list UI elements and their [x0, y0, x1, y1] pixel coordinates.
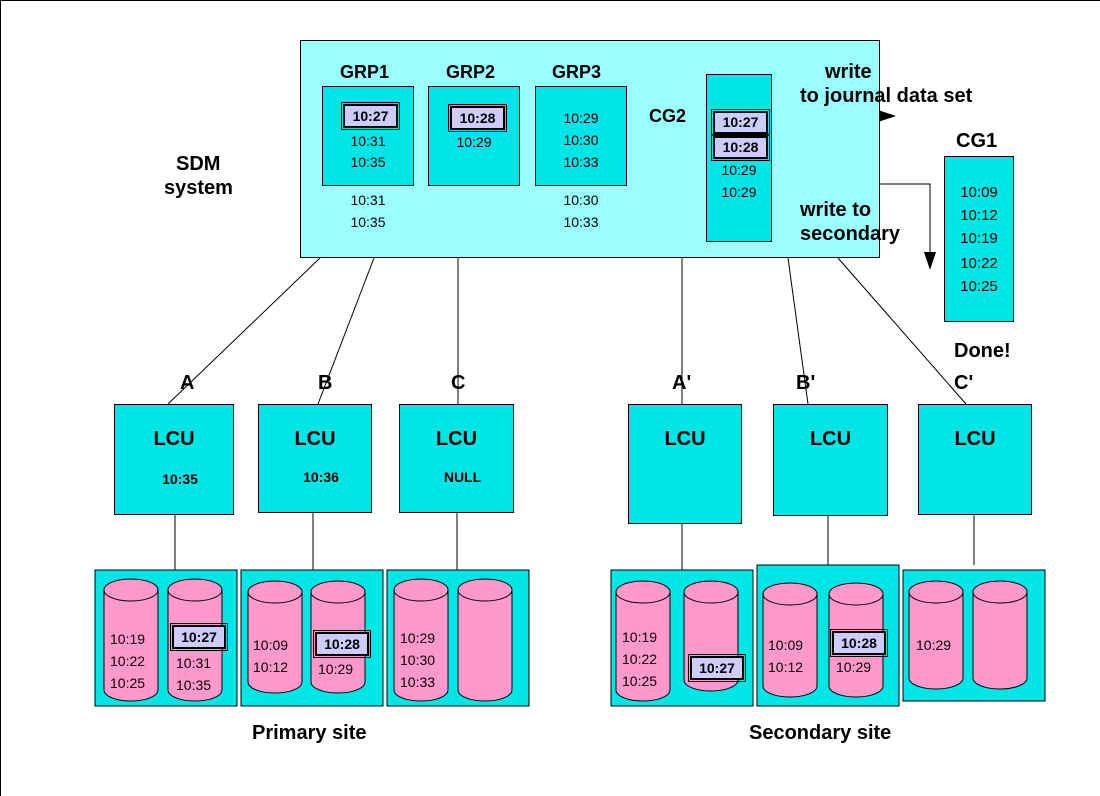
- lcu-time: 10:35: [162, 471, 198, 487]
- volume-time: 10:19: [622, 629, 658, 645]
- write-secondary-label: write to secondary: [800, 198, 900, 246]
- grp1-time: 10:31: [350, 133, 386, 149]
- grp1-below-time: 10:31: [350, 192, 386, 208]
- volume-time: 10:09: [253, 637, 289, 653]
- grp2-highlight-time: 10:28: [448, 104, 507, 132]
- lcu-box-a-prime: LCU: [628, 404, 742, 524]
- volume-time: 10:30: [400, 652, 436, 668]
- primary-site-label: Primary site: [252, 722, 367, 744]
- grp1-box: [322, 86, 414, 186]
- cg2-highlight-time: 10:28: [711, 134, 770, 161]
- cg2-label: CG2: [649, 106, 687, 126]
- volume-time: 10:29: [318, 661, 354, 677]
- volume-time: 10:31: [176, 655, 212, 671]
- lcu-letter: C': [954, 372, 974, 394]
- volume-time: 10:35: [176, 677, 212, 693]
- lcu-box-a: LCU 10:35: [114, 404, 234, 515]
- cg1-time: 10:25: [960, 278, 998, 295]
- grp1-below-time: 10:35: [350, 214, 386, 230]
- cg1-time: 10:22: [960, 255, 998, 272]
- lcu-time: NULL: [443, 469, 482, 485]
- write-journal-line2: to journal data set: [800, 85, 973, 107]
- grp2-label: GRP2: [446, 62, 496, 82]
- grp3-box: [535, 86, 627, 186]
- volume-time: 10:19: [110, 631, 146, 647]
- cg1-label: CG1: [956, 130, 998, 152]
- cg2-highlight-time: 10:27: [711, 109, 770, 136]
- grp3-label: GRP3: [552, 62, 602, 82]
- volume-highlight-time: 10:27: [688, 654, 746, 682]
- volume-time: 10:25: [110, 675, 146, 691]
- cg1-box: [944, 156, 1014, 322]
- volume-time: 10:22: [110, 653, 146, 669]
- cg1-time: 10:19: [960, 230, 998, 247]
- volume-time: 10:12: [768, 659, 804, 675]
- cg2-time: 10:29: [721, 162, 757, 178]
- volume-time: 10:33: [400, 674, 436, 690]
- grp3-time: 10:33: [563, 154, 599, 170]
- grp3-time: 10:29: [563, 110, 599, 126]
- lcu-box-c-prime: LCU: [918, 404, 1032, 515]
- lcu-time: 10:36: [303, 469, 339, 485]
- sdm-label-line2: system: [164, 177, 233, 199]
- lcu-box-b-prime: LCU: [773, 404, 888, 516]
- lcu-title: LCU: [954, 428, 996, 450]
- grp3-time: 10:30: [563, 132, 599, 148]
- volume-highlight-time: 10:28: [313, 630, 371, 658]
- frame-left-border: [0, 0, 1, 796]
- lcu-title: LCU: [153, 428, 195, 450]
- volume-time: 10:29: [400, 630, 436, 646]
- lcu-box-b: LCU 10:36: [258, 404, 372, 513]
- lcu-title: LCU: [664, 428, 706, 450]
- volume-time: 10:29: [836, 659, 872, 675]
- done-label: Done!: [954, 340, 1011, 362]
- secondary-site-label: Secondary site: [749, 722, 892, 744]
- lcu-letter: A': [672, 372, 692, 394]
- volume-highlight-time: 10:28: [830, 629, 888, 657]
- volume-time: 10:12: [253, 659, 289, 675]
- cg1-time: 10:09: [960, 184, 998, 201]
- volume-time: 10:29: [916, 637, 952, 653]
- frame-top-border: [0, 0, 1100, 1]
- grp2-time: 10:29: [456, 134, 492, 150]
- volume-time: 10:22: [622, 651, 658, 667]
- lcu-box-c: LCU NULL: [399, 404, 514, 513]
- grp1-highlight-time: 10:27: [341, 102, 400, 130]
- lcu-letter: B: [318, 372, 333, 394]
- write-secondary-line1: write to: [800, 199, 872, 221]
- grp2-box: [428, 86, 520, 186]
- cg2-time: 10:29: [721, 184, 757, 200]
- volume-highlight-time: 10:27: [170, 623, 228, 651]
- sdm-label-line1: SDM: [176, 153, 221, 175]
- grp3-below-time: 10:33: [563, 214, 599, 230]
- lcu-letter: B': [796, 372, 816, 394]
- lcu-title: LCU: [809, 428, 852, 450]
- volume-time: 10:09: [768, 637, 804, 653]
- lcu-title: LCU: [294, 428, 336, 450]
- grp1-time: 10:35: [350, 154, 386, 170]
- lcu-letter: A: [180, 372, 195, 394]
- write-journal-label: write to journal data set: [800, 60, 972, 108]
- cg1-time: 10:12: [960, 207, 998, 224]
- sdm-label: SDM system: [164, 152, 233, 200]
- lcu-letter: C: [451, 372, 466, 394]
- write-journal-line1: write: [825, 61, 872, 83]
- write-secondary-line2: secondary: [800, 223, 901, 245]
- grp1-label: GRP1: [340, 62, 390, 82]
- volume-time: 10:25: [622, 673, 658, 689]
- lcu-title: LCU: [435, 428, 478, 450]
- grp3-below-time: 10:30: [563, 192, 599, 208]
